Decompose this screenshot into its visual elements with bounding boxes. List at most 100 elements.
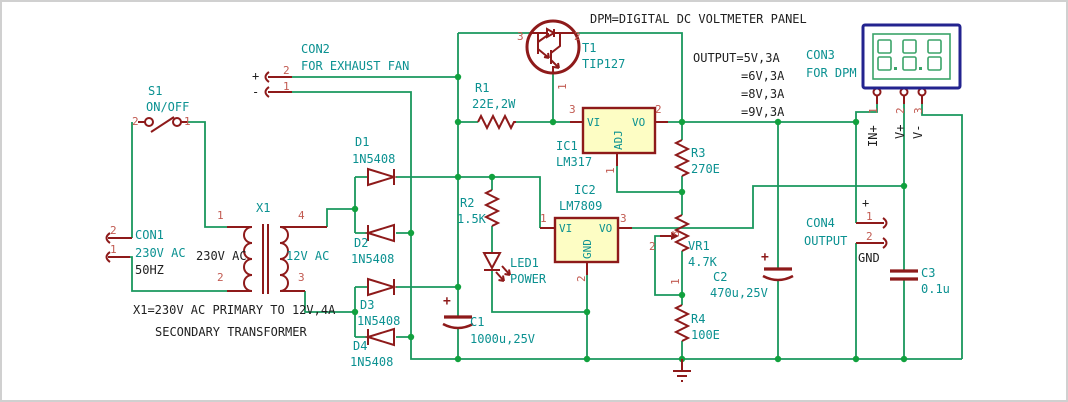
d3-value-label: 1N5408: [357, 314, 401, 328]
vr1-pin3-number: 3: [669, 230, 682, 237]
ic-pin-stubs: [540, 121, 668, 275]
r1-value-label: 22E,2W: [472, 97, 516, 111]
ic1-value-label: LM317: [556, 155, 593, 169]
con4-gnd-label: GND: [858, 251, 880, 265]
t1-pin3-number: 3: [517, 30, 524, 43]
c2-value-label: 470u,25V: [710, 286, 768, 300]
ic2-value-label: LM7809: [559, 199, 603, 213]
d2-value-label: 1N5408: [351, 252, 395, 266]
con3-inplus-label: IN+: [866, 125, 880, 147]
s1-value-label: ON/OFF: [146, 100, 190, 114]
c2-plus-mark: +: [761, 250, 769, 265]
led1-value-label: POWER: [510, 272, 547, 286]
dpm-display: [861, 23, 962, 90]
con3-vplus-label: V+: [893, 124, 907, 139]
output-line-1: OUTPUT=5V,3A: [693, 51, 780, 65]
x1-ref-label: X1: [256, 201, 271, 215]
con3-ref-label: CON3: [806, 48, 835, 62]
con1-pin2-number: 2: [110, 224, 117, 237]
ic1-pin-adj-label: ADJ: [612, 130, 625, 150]
con1-freq-label: 50HZ: [135, 263, 164, 277]
con4-value-label: OUTPUT: [804, 234, 848, 248]
t1-ref-label: T1: [582, 41, 597, 55]
con3-value-label: FOR DPM: [806, 66, 857, 80]
x1-pin4-number: 4: [298, 209, 305, 222]
d4-ref-label: D4: [353, 339, 368, 353]
transformer-note-1: X1=230V AC PRIMARY TO 12V,4A: [133, 303, 336, 317]
con1-pin1-number: 1: [110, 243, 117, 256]
con4-plus-label: +: [862, 196, 870, 210]
output-line-4: =9V,3A: [741, 105, 785, 119]
s1-ref-label: S1: [148, 84, 163, 98]
ic1-pin-vo-label: VO: [632, 116, 646, 129]
ic1-pin2-number: 2: [655, 103, 662, 116]
s1-pin2-number: 2: [132, 115, 139, 128]
output-line-3: =8V,3A: [741, 87, 785, 101]
x1-primary-label: 230V AC: [196, 249, 247, 263]
r3-value-label: 270E: [691, 162, 720, 176]
c1-plus-mark: +: [443, 294, 451, 309]
ic1-body: [581, 106, 657, 155]
con2-ref-label: CON2: [301, 42, 330, 56]
con4-pin1-number: 1: [866, 210, 873, 223]
con2-plus-label: +: [252, 69, 260, 83]
con2-value-label: FOR EXHAUST FAN: [301, 59, 410, 73]
ic2-pin1-number: 1: [540, 212, 547, 225]
resistor-symbols: [477, 113, 691, 342]
c1-value-label: 1000u,25V: [470, 332, 536, 346]
switch-symbol: [138, 116, 188, 133]
vr1-pin2-number: 2: [649, 240, 656, 253]
d3-ref-label: D3: [360, 298, 375, 312]
d1-value-label: 1N5408: [352, 152, 396, 166]
ic2-pin-vi-label: VI: [559, 222, 573, 235]
wires: [130, 32, 963, 360]
r2-value-label: 1.5K: [457, 212, 486, 226]
led-symbol: [482, 252, 511, 282]
t1-pin1-number: 1: [556, 83, 569, 90]
con3-pin3-number: 3: [912, 107, 925, 114]
r4-value-label: 100E: [691, 328, 720, 342]
junction-dots: [351, 73, 908, 363]
c1-ref-label: C1: [470, 315, 485, 329]
con1-ref-label: CON1: [135, 228, 164, 242]
transformer-symbol: [227, 224, 327, 294]
r2-ref-label: R2: [460, 196, 475, 210]
con2-pin2-number: 2: [283, 64, 290, 77]
x1-pin2-number: 2: [217, 271, 224, 284]
transformer-note-2: SECONDARY TRANSFORMER: [155, 325, 307, 339]
con3-pin1-number: 1: [867, 107, 880, 114]
r1-ref-label: R1: [475, 81, 490, 95]
ic1-pin1-number: 1: [604, 167, 617, 174]
s1-pin1-number: 1: [184, 115, 191, 128]
led1-ref-label: LED1: [510, 256, 539, 270]
ic1-ref-label: IC1: [556, 139, 578, 153]
r4-ref-label: R4: [691, 312, 706, 326]
x1-secondary-label: 12V AC: [286, 249, 330, 263]
d4-value-label: 1N5408: [350, 355, 394, 369]
ic2-pin-vo-label: VO: [599, 222, 613, 235]
c3-ref-label: C3: [921, 266, 936, 280]
c3-value-label: 0.1u: [921, 282, 950, 296]
vr1-ref-label: VR1: [688, 239, 710, 253]
con4-pin2-number: 2: [866, 230, 873, 243]
bridge-diodes: [364, 167, 398, 347]
d1-ref-label: D1: [355, 135, 370, 149]
x1-pin3-number: 3: [298, 271, 305, 284]
con3-vminus-label: V-: [911, 124, 925, 139]
ic2-pin3-number: 3: [620, 212, 627, 225]
vr1-pin1-number: 1: [669, 278, 682, 285]
con1-value-label: 230V AC: [135, 246, 186, 260]
con4-ref-label: CON4: [806, 216, 835, 230]
ground-symbol: [673, 359, 691, 382]
x1-pin1-number: 1: [217, 209, 224, 222]
ic1-pin3-number: 3: [569, 103, 576, 116]
con2-minus-label: -: [252, 85, 260, 99]
ic2-pin2-number: 2: [575, 275, 588, 282]
vr1-value-label: 4.7K: [688, 255, 717, 269]
con2-pin1-number: 1: [283, 80, 290, 93]
capacitor-symbols: [442, 267, 918, 330]
connector-pins: [105, 71, 927, 263]
t1-pin2-number: 2: [574, 30, 581, 43]
dpm-note: DPM=DIGITAL DC VOLTMETER PANEL: [590, 12, 807, 26]
